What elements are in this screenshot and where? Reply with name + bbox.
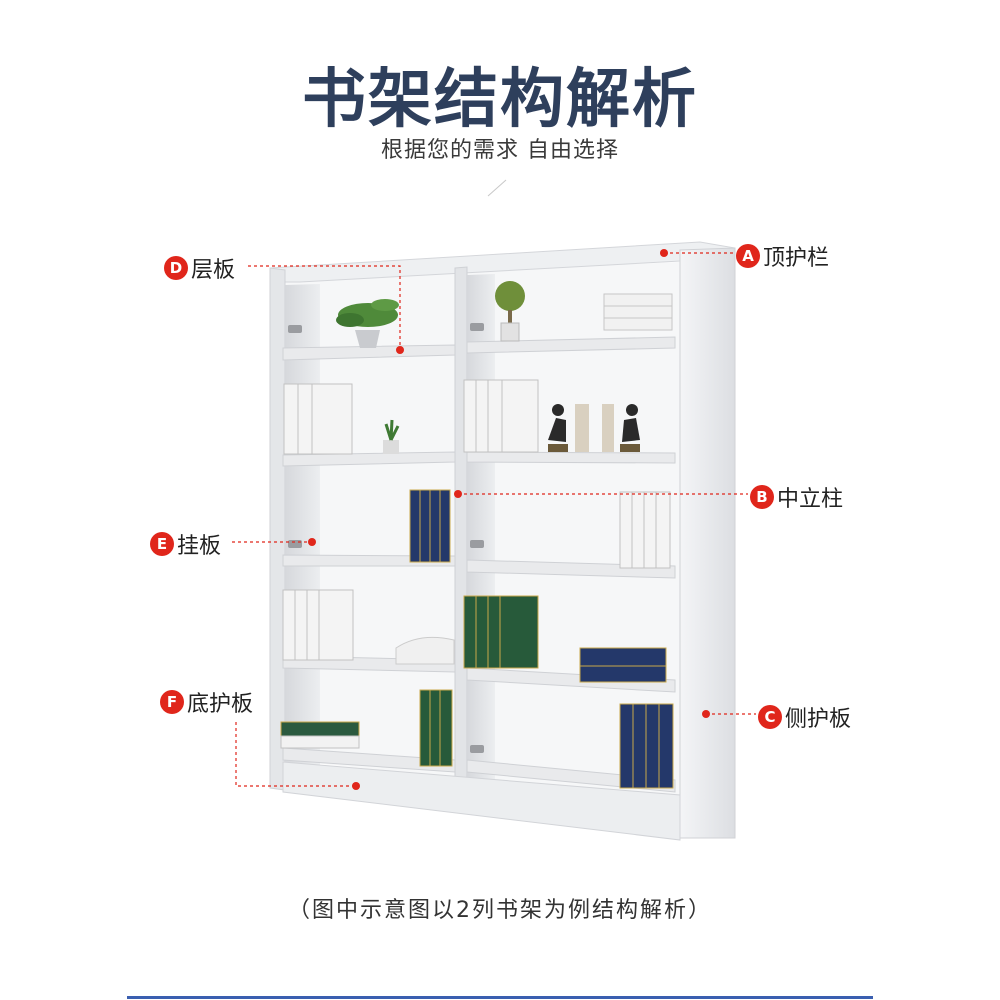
middle-post	[454, 266, 468, 806]
navy-books-mid	[409, 489, 451, 563]
callout-b: B 中立柱	[750, 481, 843, 513]
leader-line-f	[235, 722, 356, 787]
callout-e: E 挂板	[150, 528, 221, 560]
callout-badge-a: A	[736, 244, 760, 268]
callout-label-d: 层板	[191, 258, 236, 283]
callout-f: F 底护板	[160, 686, 253, 718]
bottom-left-books	[280, 721, 360, 749]
panel-slots	[288, 323, 484, 753]
green-books-bottom	[419, 689, 453, 767]
bottom-guard	[282, 761, 681, 841]
anchor-dot-a	[660, 249, 668, 257]
page-title: 书架结构解析	[302, 63, 698, 137]
callout-label-b: 中立柱	[777, 487, 844, 512]
callout-d: D 层板	[164, 252, 235, 284]
topiary-decoration	[495, 281, 525, 342]
callout-label-a: 顶护栏	[763, 246, 830, 271]
green-books-shelf4	[463, 595, 539, 669]
callout-badge-e: E	[150, 532, 174, 556]
white-books-shelf4	[282, 589, 354, 661]
white-books-left	[283, 383, 353, 455]
anchor-dot-b	[454, 490, 462, 498]
anchor-dot-e	[308, 538, 316, 546]
callout-badge-b: B	[750, 485, 774, 509]
callout-badge-d: D	[164, 256, 188, 280]
plant-decoration	[336, 299, 399, 348]
folded-cloth	[395, 636, 455, 665]
footnote: （图中示意图以2列书架为例结构解析）	[288, 898, 712, 923]
callout-a: A 顶护栏	[736, 240, 829, 272]
right-side-guard	[679, 247, 736, 839]
callout-label-f: 底护板	[187, 692, 254, 717]
anchor-dot-d	[396, 346, 404, 354]
left-side-post	[269, 267, 286, 791]
white-books-shelf3	[619, 491, 671, 569]
bottom-rule	[127, 996, 873, 999]
callout-label-e: 挂板	[177, 534, 222, 559]
callout-badge-c: C	[758, 705, 782, 729]
anchor-dots	[308, 249, 710, 790]
thinker-statues	[548, 404, 640, 452]
leader-lines	[232, 252, 756, 787]
callout-label-c: 侧护板	[785, 707, 852, 732]
anchor-dot-f	[352, 782, 360, 790]
stacked-books-white	[603, 293, 673, 331]
small-plant	[383, 419, 400, 454]
stacked-navy-books	[579, 647, 667, 683]
white-books-right	[463, 379, 539, 453]
leader-line-d	[248, 265, 401, 350]
page-subtitle: 根据您的需求 自由选择	[381, 138, 619, 163]
navy-books-bottom	[619, 703, 674, 789]
decor-slash	[487, 179, 507, 197]
callout-badge-f: F	[160, 690, 184, 714]
callout-c: C 侧护板	[758, 701, 851, 733]
anchor-dot-c	[702, 710, 710, 718]
